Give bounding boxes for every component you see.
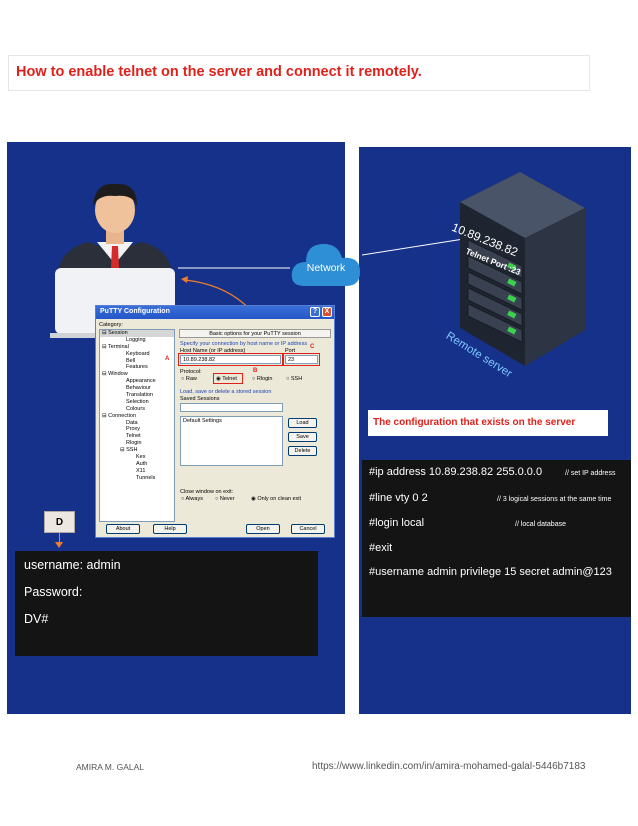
config-username: #username admin privilege 15 secret admi… bbox=[369, 566, 612, 578]
tree-item-window[interactable]: ⊟ Window bbox=[102, 371, 128, 378]
host-label: Host Name (or IP address) bbox=[180, 348, 246, 354]
title-box: How to enable telnet on the server and c… bbox=[8, 55, 590, 91]
config-ip-address: #ip address 10.89.238.82 255.0.0.0 bbox=[369, 466, 543, 478]
config-box: #ip address 10.89.238.82 255.0.0.0 // se… bbox=[362, 460, 631, 617]
about-button[interactable]: About bbox=[106, 524, 140, 534]
config-line-vty: #line vty 0 2 bbox=[369, 492, 428, 504]
highlight-port bbox=[283, 353, 320, 366]
sessions-list[interactable]: Default Settings bbox=[180, 416, 283, 466]
protocol-ssh[interactable]: ○ SSH bbox=[286, 376, 303, 382]
close-never[interactable]: ○ Never bbox=[215, 496, 235, 502]
open-button[interactable]: Open bbox=[246, 524, 280, 534]
close-clean-exit[interactable]: ◉ Only on clean exit bbox=[251, 496, 302, 502]
footer-url[interactable]: https://www.linkedin.com/in/amira-mohame… bbox=[312, 761, 586, 772]
tree-item-x11[interactable]: X11 bbox=[136, 467, 146, 474]
putty-window: PuTTY Configuration ? X Category: ⊟ Sess… bbox=[95, 305, 335, 538]
close-never-label: Never bbox=[219, 496, 235, 502]
port-label: Port bbox=[285, 348, 296, 354]
tree-item-logging[interactable]: Logging bbox=[126, 336, 146, 343]
config-ip-comment: // set IP address bbox=[565, 470, 616, 477]
sessions-group-label: Load, save or delete a stored session bbox=[180, 389, 272, 395]
tree-item-features[interactable]: Features bbox=[126, 364, 148, 371]
server-rack-icon bbox=[460, 172, 585, 366]
config-title-box: The configuration that exists on the ser… bbox=[368, 410, 608, 436]
config-vty-comment: // 3 logical sessions at the same time bbox=[497, 496, 612, 503]
user-avatar-icon bbox=[57, 183, 173, 275]
tree-item-kex[interactable]: Kex bbox=[136, 454, 146, 461]
tree-item-data[interactable]: Data bbox=[126, 419, 138, 426]
protocol-ssh-label: SSH bbox=[290, 376, 303, 382]
cloud-icon bbox=[291, 244, 360, 286]
highlight-host bbox=[178, 353, 283, 366]
tree-item-keyboard[interactable]: Keyboard bbox=[126, 350, 150, 357]
port-input[interactable]: 23 bbox=[285, 355, 318, 364]
highlight-telnet bbox=[213, 373, 243, 384]
protocol-label: Protocol: bbox=[180, 369, 202, 375]
delete-button[interactable]: Delete bbox=[288, 446, 317, 456]
category-tree[interactable]: ⊟ Session Logging ⊟ Terminal Keyboard Be… bbox=[99, 329, 175, 522]
tree-item-proxy[interactable]: Proxy bbox=[126, 426, 141, 433]
help-button[interactable]: Help bbox=[153, 524, 187, 534]
tree-item-appearance[interactable]: Appearance bbox=[126, 378, 156, 385]
protocol-raw[interactable]: ○ Raw bbox=[181, 376, 197, 382]
putty-titlebar[interactable]: PuTTY Configuration ? X bbox=[96, 306, 334, 319]
protocol-telnet-label: Telnet bbox=[222, 376, 237, 382]
tree-item-colours[interactable]: Colours bbox=[126, 405, 145, 412]
tree-item-behaviour[interactable]: Behaviour bbox=[126, 385, 151, 392]
page-title: How to enable telnet on the server and c… bbox=[16, 64, 422, 80]
specify-label: Specify your connection by host name or … bbox=[180, 341, 308, 347]
config-exit: #exit bbox=[369, 542, 393, 554]
tree-item-session[interactable]: ⊟ Session bbox=[100, 330, 174, 337]
save-button[interactable]: Save bbox=[288, 432, 317, 442]
tree-item-tunnels[interactable]: Tunnels bbox=[136, 474, 156, 481]
tree-item-translation[interactable]: Translation bbox=[126, 392, 154, 399]
tree-item-auth[interactable]: Auth bbox=[136, 460, 148, 467]
protocol-rlogin[interactable]: ○ Rlogin bbox=[252, 376, 273, 382]
username-line: username: admin bbox=[24, 558, 121, 572]
saved-session-input[interactable] bbox=[180, 403, 283, 412]
help-icon[interactable]: ? bbox=[310, 307, 320, 317]
protocol-rlogin-label: Rlogin bbox=[256, 376, 273, 382]
cancel-button[interactable]: Cancel bbox=[291, 524, 325, 534]
marker-b: B bbox=[253, 368, 258, 374]
category-label: Category: bbox=[99, 322, 123, 328]
prompt-line: DV# bbox=[24, 612, 49, 626]
tree-item-connection[interactable]: ⊟ Connection bbox=[102, 412, 136, 419]
close-window-label: Close window on exit: bbox=[180, 489, 234, 495]
marker-a: A bbox=[165, 356, 170, 362]
saved-sessions-label: Saved Sessions bbox=[180, 396, 220, 402]
tree-item-selection[interactable]: Selection bbox=[126, 398, 149, 405]
close-clean-exit-label: Only on clean exit bbox=[257, 496, 302, 502]
config-title: The configuration that exists on the ser… bbox=[373, 417, 576, 428]
options-header: Basic options for your PuTTY session bbox=[179, 329, 331, 338]
load-button[interactable]: Load bbox=[288, 418, 317, 428]
protocol-raw-label: Raw bbox=[185, 376, 197, 382]
config-login-local: #login local bbox=[369, 517, 425, 529]
marker-c: C bbox=[310, 344, 315, 350]
close-icon[interactable]: X bbox=[322, 307, 332, 317]
marker-d-arrow bbox=[55, 542, 63, 548]
config-login-comment: // local database bbox=[515, 521, 566, 528]
tree-item-ssh[interactable]: ⊟ SSH bbox=[120, 447, 138, 454]
session-options: Basic options for your PuTTY session Spe… bbox=[165, 329, 331, 522]
network-label: Network bbox=[306, 262, 346, 274]
close-always-label: Always bbox=[185, 496, 203, 502]
tree-item-bell[interactable]: Bell bbox=[126, 357, 136, 364]
host-input[interactable]: 10.89.238.82 bbox=[180, 355, 281, 364]
credentials-box: username: admin Password: DV# bbox=[15, 551, 318, 656]
tree-item-terminal[interactable]: ⊟ Terminal bbox=[102, 343, 129, 350]
default-settings-item[interactable]: Default Settings bbox=[183, 418, 222, 424]
footer-author: AMIRA M. GALAL bbox=[76, 762, 145, 772]
marker-d-line bbox=[59, 533, 60, 543]
password-line: Password: bbox=[24, 585, 83, 599]
close-always[interactable]: ○ Always bbox=[181, 496, 203, 502]
marker-d: D bbox=[44, 511, 75, 533]
tree-item-rlogin[interactable]: Rlogin bbox=[126, 440, 142, 447]
protocol-telnet[interactable]: ◉ Telnet bbox=[216, 376, 237, 382]
putty-title: PuTTY Configuration bbox=[100, 308, 170, 315]
tree-item-telnet[interactable]: Telnet bbox=[126, 433, 141, 440]
